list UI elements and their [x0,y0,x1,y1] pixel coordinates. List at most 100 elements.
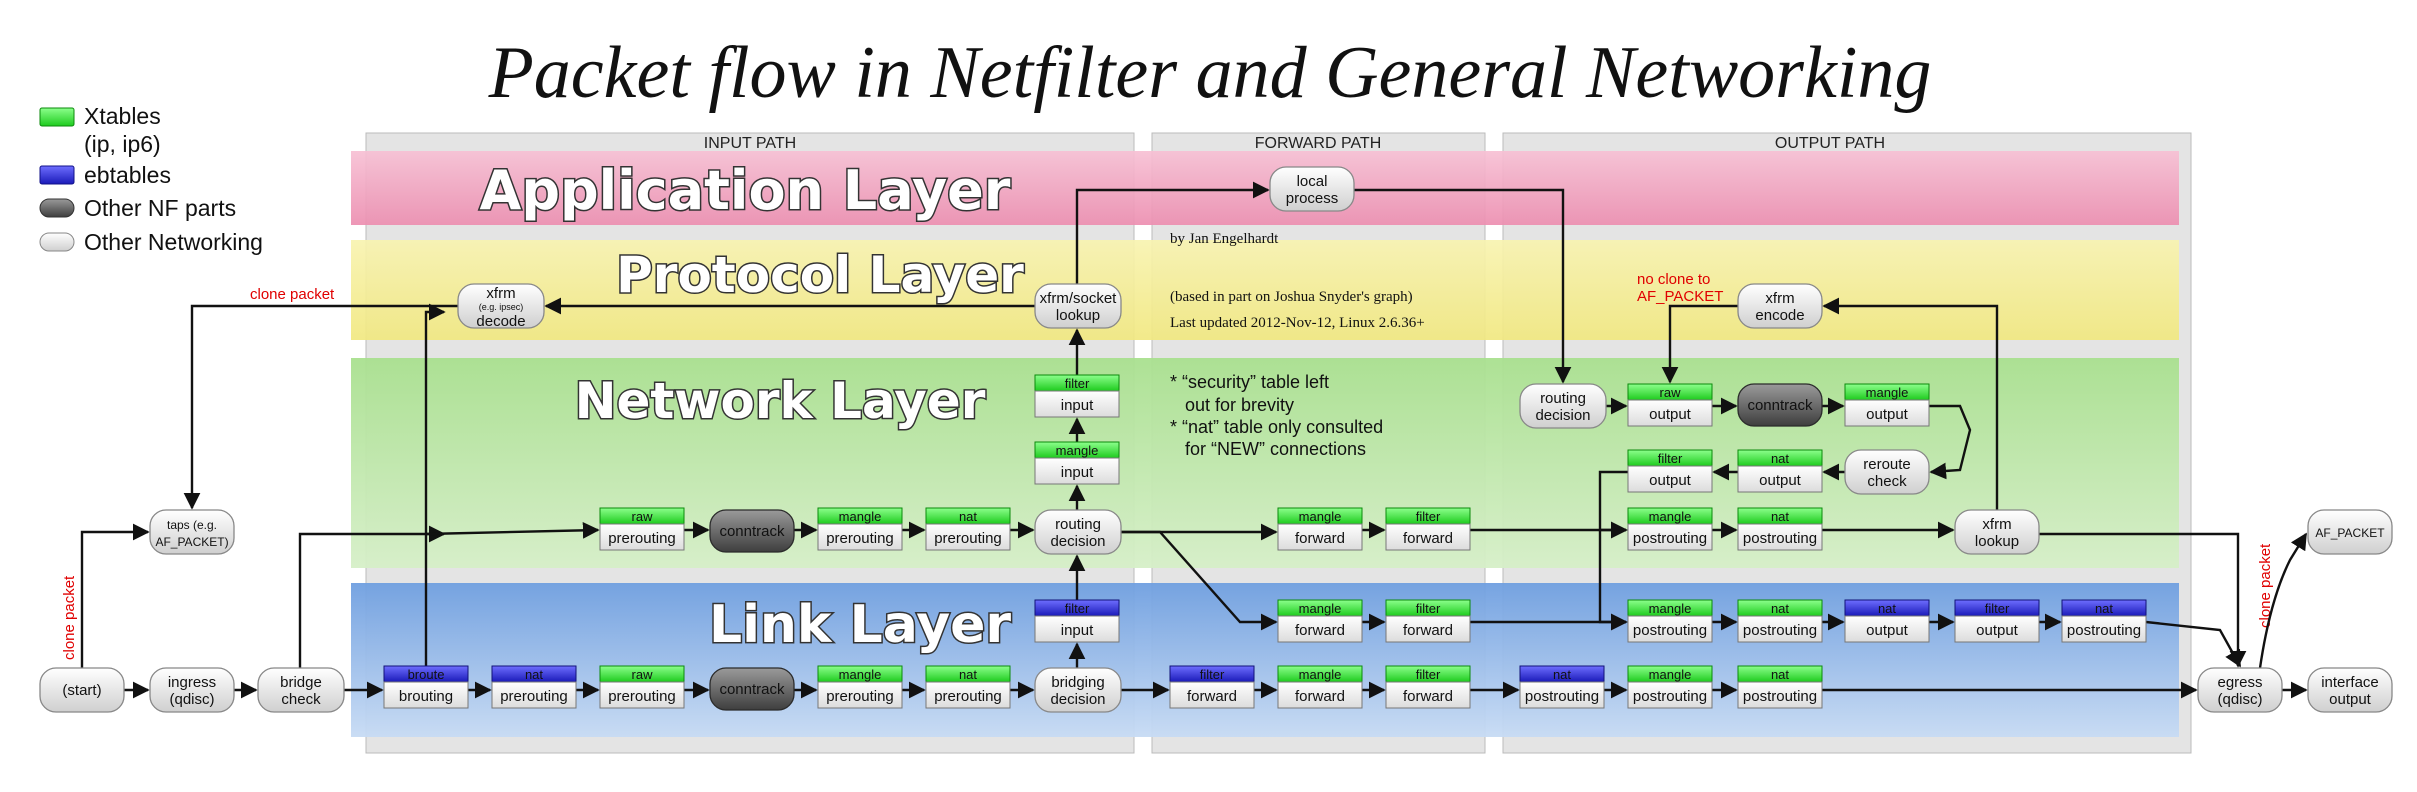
nat-prerouting-net-chain-label: prerouting [934,530,1002,547]
raw-prerouting-net-chain-box [599,523,685,551]
filter-output-net-chain-label: output [1649,472,1692,489]
filter-forward-link2-chain-label: forward [1403,688,1453,705]
filter-output-net-table-label: filter [1658,451,1683,466]
nat-postrouting-link1-chain-label: postrouting [1743,622,1817,639]
credit-line-1: by Jan Engelhardt [1170,231,1279,247]
nat-output-link-chain-box [1844,615,1930,643]
mangleout-to-reroute-arrow [1929,404,1972,480]
start-node: (start) [39,667,125,713]
filter-forward-link2-node: filter forward [1385,665,1471,709]
forward-path-label: FORWARD PATH [1255,135,1382,152]
credit-line-3: Last updated 2012-Nov-12, Linux 2.6.36+ [1170,315,1425,331]
filter-forward-ebt-node: filter forward [1169,665,1255,709]
mangle-forward-link1-node: mangle forward [1277,599,1363,643]
nat-postrouting-link2-table-label: nat [1771,667,1789,682]
nat-prerouting-ebt-node: nat prerouting [491,665,577,709]
xfrm-socket-lookup-label-1: lookup [1056,307,1100,324]
xfrm-encode-label-0: xfrm [1765,290,1794,307]
xfrm-decode-label-0: xfrm [486,285,515,302]
conntrack-link-shape [709,667,795,711]
mangle-postrouting-net-chain-box [1627,523,1713,551]
mangle-postrouting-net-table-label: mangle [1649,509,1692,524]
local-process-shape [1269,166,1355,212]
bridging-decision-label-0: bridging [1051,674,1104,691]
xfrm-decode-shape [457,283,545,329]
credits: by Jan Engelhardt (based in part on Josh… [1170,231,1425,331]
bridge-check-shape [257,667,345,713]
note-line-1: * “security” table left [1170,372,1329,392]
legend-nfpart-label: Other NF parts [84,195,236,221]
filterout-down-to-link-arrow [1598,530,1628,631]
mangle-input-net-chain-label: input [1061,464,1094,481]
conntrack-link-label-0: conntrack [719,681,785,698]
mangle-input-net-chain-box [1034,457,1120,485]
conntrack-link-node: conntrack [709,667,795,711]
nat-prerouting-ebt-chain-box [491,681,577,709]
application-layer-title: Application Layer [480,159,1011,222]
interface-output-shape [2307,667,2393,713]
mangle-prerouting-link-chain-box [817,681,903,709]
nat-prerouting-ebt-chain-label: prerouting [500,688,568,705]
routing-decision-in-label-1: decision [1050,533,1105,550]
reroute-check-label-1: check [1867,473,1907,490]
nat-postrouting-ebt1-chain-label: postrouting [2067,622,2141,639]
nat-postrouting-ebt2-chain-box [1519,681,1605,709]
mangle-prerouting-link-table-label: mangle [839,667,882,682]
notes: * “security” table left out for brevity … [1170,372,1383,459]
filter-forward-ebt-chain-label: forward [1187,688,1237,705]
filter-input-link-chain-box [1034,615,1120,643]
xfrm-lookup-label-0: xfrm [1982,516,2011,533]
xfrm-lookup-label-1: lookup [1975,533,2019,550]
decode-to-taps-arrow [183,304,458,510]
af-packet-label-0: AF_PACKET [2315,526,2385,540]
broute-brouting-table-label: broute [408,667,445,682]
bridge-to-netrow-arrow [298,525,446,668]
routing-decision-out-shape [1519,383,1607,429]
conntrack-net-in-shape [709,509,795,553]
mangle-postrouting-link2-chain-label: postrouting [1633,688,1707,705]
mangle-prerouting-net-table-label: mangle [839,509,882,524]
filter-input-net-table-label: filter [1065,376,1090,391]
mangle-input-net-table-label: mangle [1056,443,1099,458]
encode-to-rawout-arrow [1661,304,1738,384]
clone-packet-left-annotation: clone packet [61,575,78,660]
mangle-forward-link1-table-label: mangle [1299,601,1342,616]
diagram-title: Packet flow in Netfilter and General Net… [488,32,1932,114]
filter-input-net-node: filter input [1034,374,1120,418]
annotations: clone packet clone packet clone packet n… [61,271,2274,660]
bridging-decision-shape [1034,667,1122,713]
interface-output-label-1: output [2329,691,2372,708]
raw-output-net-chain-label: output [1649,406,1692,423]
nat-postrouting-ebt2-chain-label: postrouting [1525,688,1599,705]
nat-postrouting-link1-chain-box [1737,615,1823,643]
filter-input-net-chain-label: input [1061,397,1094,414]
mangle-forward-link1-chain-label: forward [1295,622,1345,639]
filter-forward-ebt-table-label: filter [1200,667,1225,682]
note-line-2: out for brevity [1170,395,1294,415]
raw-output-net-table-label: raw [1660,385,1682,400]
nat-prerouting-link-table-label: nat [959,667,977,682]
af-packet-shape [2307,509,2393,555]
mangle-postrouting-link1-table-label: mangle [1649,601,1692,616]
taps-shape [149,509,235,555]
filter-forward-link2-table-label: filter [1416,667,1441,682]
nat-prerouting-ebt-table-label: nat [525,667,543,682]
xfrmsock-to-local-arrow [1075,181,1270,284]
taps-node: taps (e.g.AF_PACKET) [149,509,235,555]
routing-decision-out-label-0: routing [1540,390,1586,407]
xfrm-socket-lookup-label-0: xfrm/socket [1040,290,1118,307]
